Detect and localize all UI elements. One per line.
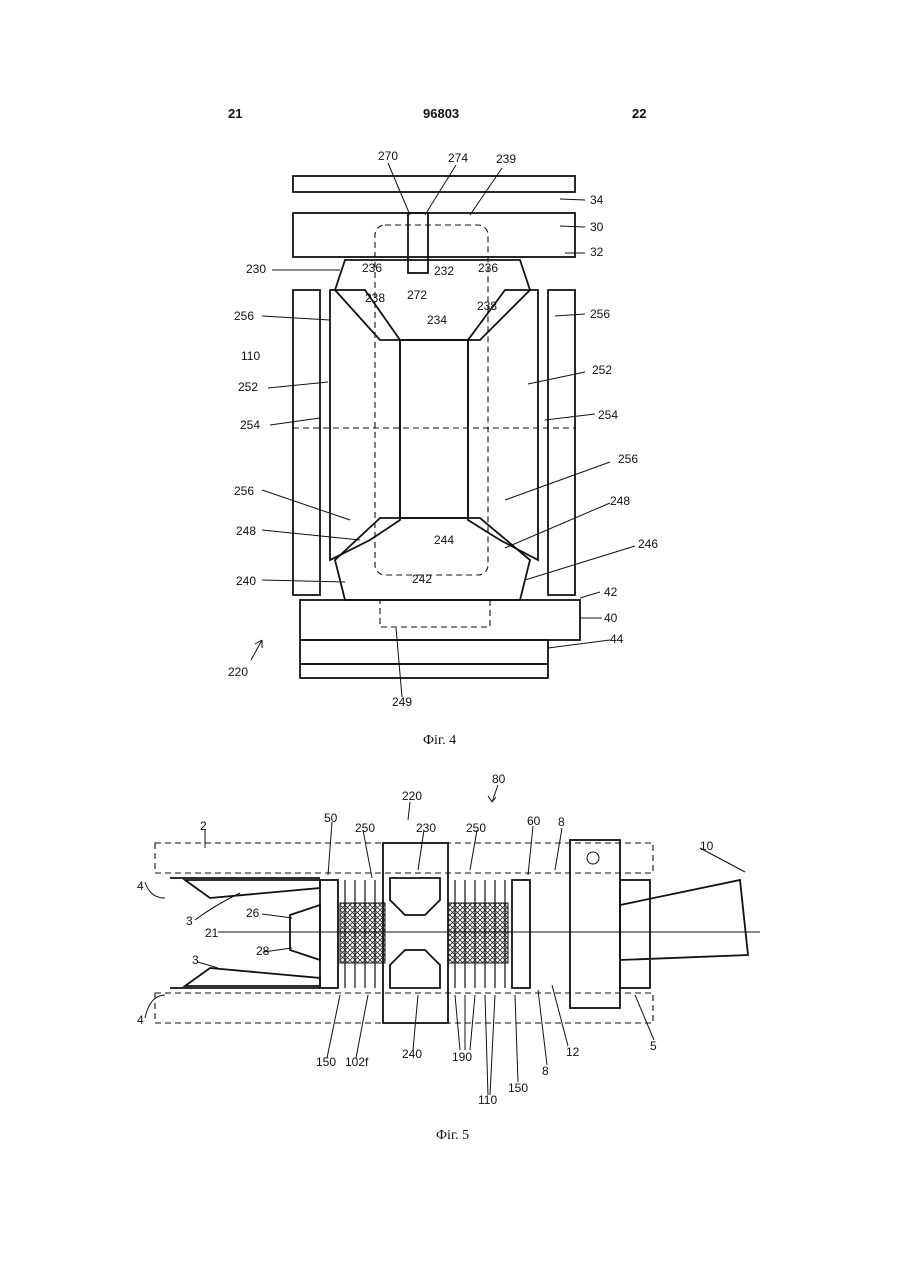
label: 44 [610, 632, 624, 646]
plate-50 [320, 880, 338, 988]
label: 150 [316, 1055, 336, 1069]
label: 28 [256, 944, 270, 958]
label: 110 [478, 1093, 497, 1107]
label: 248 [236, 524, 256, 538]
label: 254 [240, 418, 260, 432]
fig5-labels: 80 220 2 50 250 230 250 60 8 10 4 3 26 2… [137, 772, 714, 1107]
label: 274 [448, 151, 468, 165]
plate-60 [512, 880, 530, 988]
label: 249 [392, 695, 412, 709]
figure-4 [251, 163, 635, 697]
label: 12 [566, 1045, 580, 1059]
label: 240 [236, 574, 256, 588]
figure-5 [145, 785, 760, 1095]
tube-2 [155, 843, 653, 873]
center-channel [400, 340, 468, 518]
label: 4 [137, 879, 144, 893]
housing-right [548, 290, 575, 595]
label: 3 [186, 914, 193, 928]
label: 250 [355, 821, 375, 835]
label: 256 [618, 452, 638, 466]
label: 190 [452, 1050, 472, 1064]
label: 232 [434, 264, 454, 278]
label: 248 [610, 494, 630, 508]
label: 32 [590, 245, 604, 259]
housing-left [293, 290, 320, 595]
head-5 [570, 840, 620, 1008]
label: 254 [598, 408, 618, 422]
label: 3 [192, 953, 199, 967]
label: 252 [238, 380, 258, 394]
arrow-220 [251, 640, 262, 660]
plate-40 [300, 600, 580, 640]
label: 238 [477, 299, 497, 313]
spring-stack-right [448, 903, 508, 963]
shaft-10 [620, 880, 748, 960]
label: 80 [492, 772, 506, 786]
spring-stack-left [340, 903, 385, 963]
block-240 [390, 950, 440, 988]
label: 239 [496, 152, 516, 166]
label: 242 [412, 572, 432, 586]
lower-block-240 [335, 518, 530, 600]
label: 60 [527, 814, 541, 828]
label: 244 [434, 533, 454, 547]
figure-4-caption: Фіг. 4 [423, 733, 456, 749]
block-230 [390, 878, 440, 915]
label: 10 [700, 839, 714, 853]
label: 40 [604, 611, 618, 625]
label: 256 [590, 307, 610, 321]
label: 30 [590, 220, 604, 234]
label: 240 [402, 1047, 422, 1061]
label: 102f [345, 1055, 369, 1069]
figure-5-caption: Фіг. 5 [436, 1128, 469, 1144]
label: 236 [478, 261, 498, 275]
label: 8 [542, 1064, 549, 1078]
label: 250 [466, 821, 486, 835]
label: 252 [592, 363, 612, 377]
label: 246 [638, 537, 658, 551]
label: 50 [324, 811, 338, 825]
side-wedge-right [468, 290, 538, 560]
label: 272 [407, 288, 427, 302]
plate-30 [293, 213, 575, 257]
insert-274 [408, 213, 428, 273]
label: 21 [205, 926, 219, 940]
label: 42 [604, 585, 618, 599]
plate-44 [300, 640, 548, 664]
label: 34 [590, 193, 604, 207]
label: 236 [362, 261, 382, 275]
label: 230 [416, 821, 436, 835]
label: 238 [365, 291, 385, 305]
plate-34 [293, 176, 575, 192]
label: 2 [200, 819, 207, 833]
label: 220 [228, 665, 248, 679]
label: 5 [650, 1039, 657, 1053]
label: 230 [246, 262, 266, 276]
label: 8 [558, 815, 565, 829]
side-wedge-left [330, 290, 400, 560]
label: 220 [402, 789, 422, 803]
label: 150 [508, 1081, 528, 1095]
label: 234 [427, 313, 447, 327]
label: 256 [234, 484, 254, 498]
label: 270 [378, 149, 398, 163]
label: 110 [241, 349, 260, 363]
label: 26 [246, 906, 260, 920]
label: 4 [137, 1013, 144, 1027]
label: 256 [234, 309, 254, 323]
